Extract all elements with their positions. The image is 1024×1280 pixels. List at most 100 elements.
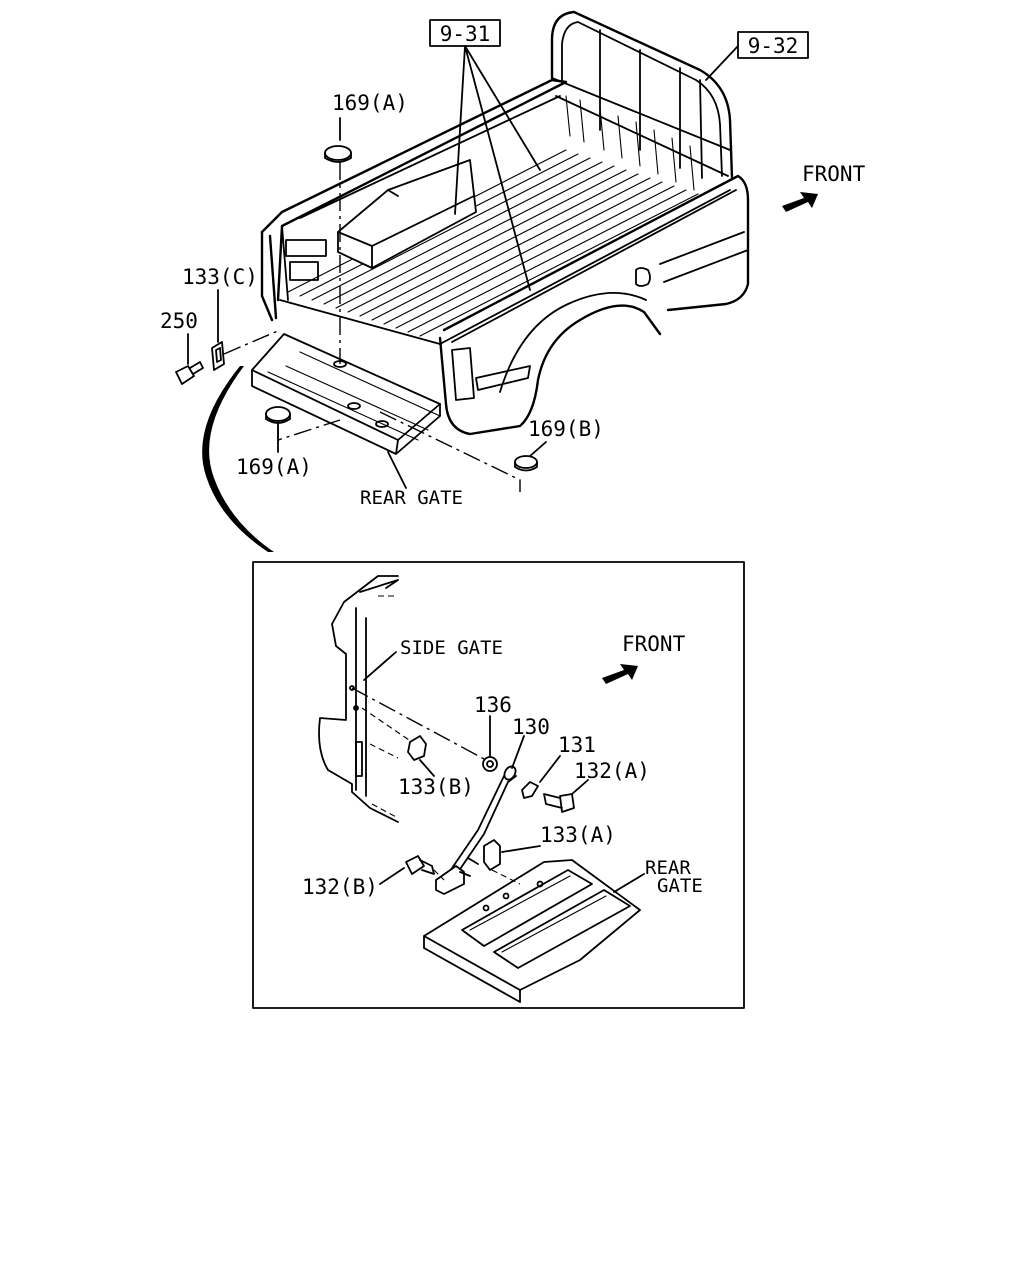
cab-guard-inner [561, 21, 723, 177]
label-rear-inset-2: GATE [657, 875, 703, 897]
ref-box-9-32[interactable] [737, 31, 809, 59]
right-rear-corner [438, 304, 662, 436]
side-gate-hole-1 [349, 685, 355, 691]
rear-gate-top-panel [251, 333, 441, 441]
leader-label-side-gate [363, 651, 397, 681]
bush-131 [521, 781, 539, 799]
ref-9-31-leaders [454, 45, 541, 291]
leader-label-169b [529, 441, 547, 457]
inset-rear-gate-recess [461, 869, 631, 969]
bed-left-rail-inner [281, 95, 561, 301]
side-gate-hidden-lines [369, 595, 399, 819]
left-rear-post [260, 230, 278, 322]
leader-label-133b [419, 759, 435, 777]
inset-gate-hole-3 [536, 880, 544, 888]
leader-133c [223, 329, 281, 355]
label-131: 131 [558, 733, 596, 757]
label-side-gate: SIDE GATE [400, 637, 503, 659]
side-gate-post-inner [355, 579, 399, 797]
stay-130-bracket [435, 865, 465, 895]
ref-9-31-text: 9-31 [440, 22, 491, 46]
inset-gate-hole-1 [482, 904, 490, 912]
bed-left-rail [260, 78, 568, 302]
label-rear-inset-1: REAR [645, 857, 691, 879]
bolt-250-shank [189, 361, 204, 375]
bed-right-rail-inner [451, 189, 749, 343]
label-169a-bottom: 169(A) [236, 455, 312, 479]
arrow-icon [782, 192, 818, 212]
washer-136-hole [486, 760, 494, 768]
clip-133b [407, 735, 427, 761]
label-rear-gate-top: REAR GATE [360, 487, 463, 509]
gate-hole-2 [347, 402, 361, 410]
bolt-132b-shank [419, 859, 435, 875]
leader-label-rear-gate [387, 451, 407, 489]
grommet-169b [514, 455, 538, 469]
label-132a: 132(A) [574, 759, 650, 783]
label-133c: 133(C) [182, 265, 258, 289]
rear-gate-ribs [267, 351, 441, 441]
bolt-132b-hidden-line [433, 869, 445, 881]
fender-flare [499, 267, 651, 393]
side-gate-post [318, 575, 399, 823]
grommet-169b-side [514, 461, 538, 472]
clip-133c-slot [215, 347, 222, 363]
label-250: 250 [160, 309, 198, 333]
arrow-icon [602, 664, 638, 684]
bolt-250 [175, 365, 195, 385]
inset-gate-hole-2 [502, 892, 510, 900]
leader-label-132a [571, 779, 589, 795]
ref-9-32-leader [705, 45, 739, 81]
side-gate-hole-2 [353, 705, 359, 711]
front-indicator-top: FRONT [782, 162, 866, 212]
reference-9-31[interactable]: 9-31 [429, 19, 541, 291]
stay-130-bracket-detail [459, 857, 479, 877]
striker-133a [483, 839, 501, 871]
bed-right-rail [442, 174, 750, 332]
label-132b: 132(B) [302, 875, 378, 899]
label-136: 136 [474, 693, 512, 717]
bulkhead-panel [565, 95, 695, 191]
inset-rear-gate-outline [423, 859, 641, 1003]
stay-130-eye-top [503, 765, 517, 781]
leader-to-136 [351, 687, 487, 761]
top-parts [175, 117, 547, 489]
side-gate-slot [355, 741, 363, 777]
cab-guard-bars [551, 29, 731, 179]
wheel-housing-edges [337, 189, 475, 269]
truck-bed-drawing [223, 10, 750, 492]
reference-9-32[interactable]: 9-32 [705, 31, 809, 81]
leader-to-133b [361, 707, 413, 743]
leader-label-130 [511, 735, 525, 769]
front-inset-label: FRONT [622, 632, 686, 656]
curved-pointer-icon [202, 366, 274, 552]
front-top-label: FRONT [802, 162, 866, 186]
detail-inset: FRONT SIDE GATE 136 130 131 132(A) 133(B… [252, 561, 745, 1009]
leader-label-rear-gate-inset [613, 873, 645, 893]
bolt-132a-shank [543, 793, 563, 809]
left-tail-lamp [285, 239, 327, 281]
grommet-169a-bottom [265, 406, 291, 422]
bed-floor-outline [279, 189, 731, 345]
striker-hidden-line [491, 869, 521, 885]
label-133a: 133(A) [540, 823, 616, 847]
leader-169a-bottom [277, 419, 341, 441]
leader-label-133a [501, 845, 541, 853]
label-133b: 133(B) [398, 775, 474, 799]
leader-label-132b [379, 867, 405, 885]
gate-hole-3 [375, 420, 389, 428]
label-169b: 169(B) [528, 417, 604, 441]
bolt-132a [559, 793, 575, 813]
grommet-169a-top [324, 145, 352, 161]
right-tail-lamp [451, 347, 531, 401]
inset-rear-gate-inner [469, 875, 607, 953]
bolt-132b [405, 855, 425, 875]
cab-guard-outer [550, 10, 734, 180]
inset-frame [252, 561, 745, 1009]
ref-9-32-text: 9-32 [748, 34, 799, 58]
washer-136 [482, 756, 498, 772]
grommet-169a-top-side [324, 152, 352, 163]
leader-label-131 [539, 755, 561, 783]
